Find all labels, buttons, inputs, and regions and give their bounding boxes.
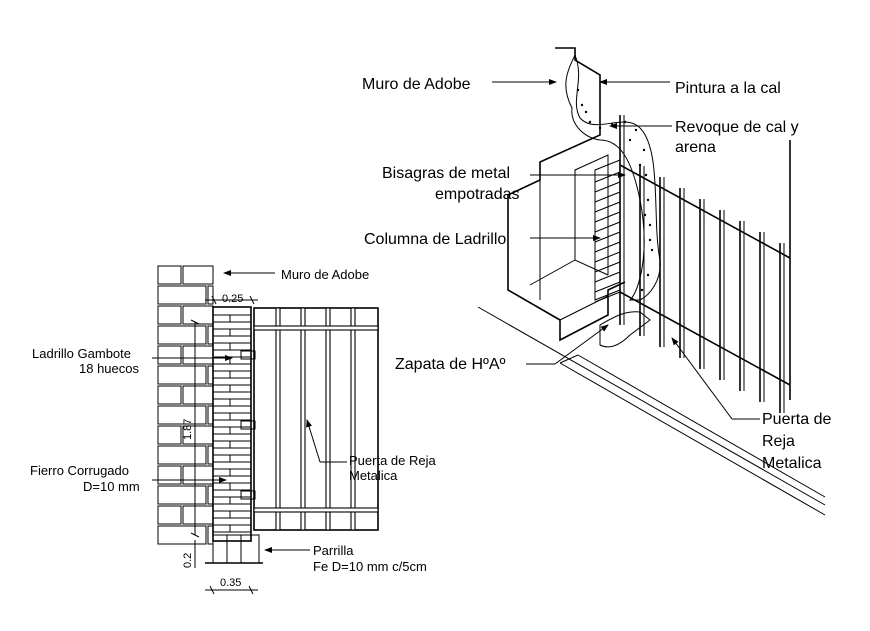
brick [157, 485, 207, 505]
gate-bar [300, 307, 306, 531]
brick [157, 365, 207, 385]
plaster-dot [648, 238, 652, 242]
plaster-dot [644, 173, 648, 177]
column-course [594, 211, 621, 223]
label-puerta-de: Puerta de [762, 411, 831, 428]
ground-lines [477, 306, 826, 516]
column-course [594, 191, 621, 203]
label-muro-adobe-small: Muro de Adobe [281, 267, 369, 282]
brick [157, 385, 182, 405]
isometric-gate-rail [619, 164, 791, 259]
dim-top-width: 0.25 [222, 293, 243, 305]
dim-height: 1.87 [182, 419, 194, 440]
label-revoque: Revoque de cal y [675, 119, 799, 136]
plaster-dot [610, 122, 614, 126]
plaster-dot [576, 88, 580, 92]
label-bisagras: Bisagras de metal [382, 165, 510, 182]
dim-base-height: 0.2 [182, 553, 194, 568]
elevation-detail: 0.25 1.87 0.2 0.35 Muro de Adobe Ladrill… [30, 265, 436, 595]
brick [157, 445, 207, 465]
column-course [594, 181, 621, 193]
label-fierro-diameter: D=10 mm [83, 479, 140, 494]
label-reja: Reja [762, 433, 795, 450]
label-fierro-corrugado: Fierro Corrugado [30, 463, 129, 478]
label-parrilla: Parrilla [313, 543, 354, 558]
elevation-hinges [240, 350, 256, 500]
label-arena: arena [675, 139, 716, 156]
label-zapata: Zapata de HºAº [395, 356, 506, 373]
plaster-dot [634, 128, 638, 132]
plaster-dot [580, 103, 584, 107]
plaster-dot [646, 198, 650, 202]
plaster-dot [638, 163, 642, 167]
footing [599, 311, 651, 348]
brick [157, 285, 207, 305]
column-course [594, 261, 621, 273]
column-course [594, 241, 621, 253]
column-course [594, 171, 621, 183]
plaster-dot [598, 126, 602, 130]
column-course [594, 291, 621, 303]
gate-bar [350, 307, 356, 531]
plaster-dot [584, 110, 588, 114]
adobe-wall-bricks [157, 265, 214, 545]
brick [157, 325, 207, 345]
label-ladrillo-gambote: Ladrillo Gambote [32, 346, 131, 361]
gate-rail [253, 507, 379, 513]
brick [157, 305, 182, 325]
brick [157, 425, 182, 445]
plaster-dot [642, 148, 646, 152]
isometric-gate [619, 115, 791, 413]
label-parrilla-spec: Fe D=10 mm c/5cm [313, 559, 427, 574]
column-course [594, 281, 621, 293]
brick [182, 465, 214, 485]
label-metalica: Metalica [762, 455, 822, 472]
label-pintura-cal: Pintura a la cal [675, 80, 781, 97]
dim-bottom-width: 0.35 [220, 577, 241, 589]
plaster-dot [648, 223, 652, 227]
plaster-dot [650, 248, 654, 252]
column-course [594, 201, 621, 213]
column-course [594, 251, 621, 263]
gate-bar [325, 307, 331, 531]
dimension-lines [190, 295, 258, 595]
label-puerta-reja-small: Puerta de Reja [349, 453, 436, 468]
plaster-dot [628, 138, 632, 142]
brick [182, 345, 214, 365]
label-empotradas: empotradas [435, 186, 520, 203]
gate-rail [253, 325, 379, 331]
brick [157, 265, 182, 285]
brick-column [205, 306, 263, 564]
label-metalica-small: Metalica [349, 468, 398, 483]
brick [157, 525, 207, 545]
plaster-layer [565, 53, 661, 301]
isometric-gate-rail [619, 291, 791, 386]
brick [157, 505, 182, 525]
brick [182, 385, 214, 405]
isometric-detail: Muro de Adobe Pintura a la cal Revoque d… [362, 47, 831, 516]
plaster-dot [588, 120, 592, 124]
brick [182, 305, 214, 325]
elevation-gate [253, 307, 379, 531]
brick [157, 345, 182, 365]
column-course [594, 271, 621, 283]
plaster-dot [646, 273, 650, 277]
label-18-huecos: 18 huecos [79, 361, 139, 376]
column-course [594, 221, 621, 233]
isometric-adobe-wall [507, 47, 626, 342]
brick [207, 285, 214, 305]
gate-bar [275, 307, 281, 531]
brick [157, 405, 207, 425]
brick [182, 265, 214, 285]
label-columna-ladrillo: Columna de Ladrillo [364, 231, 506, 248]
brick [157, 465, 182, 485]
brick [182, 505, 214, 525]
plaster-dot [640, 288, 644, 292]
label-muro-adobe: Muro de Adobe [362, 76, 471, 93]
